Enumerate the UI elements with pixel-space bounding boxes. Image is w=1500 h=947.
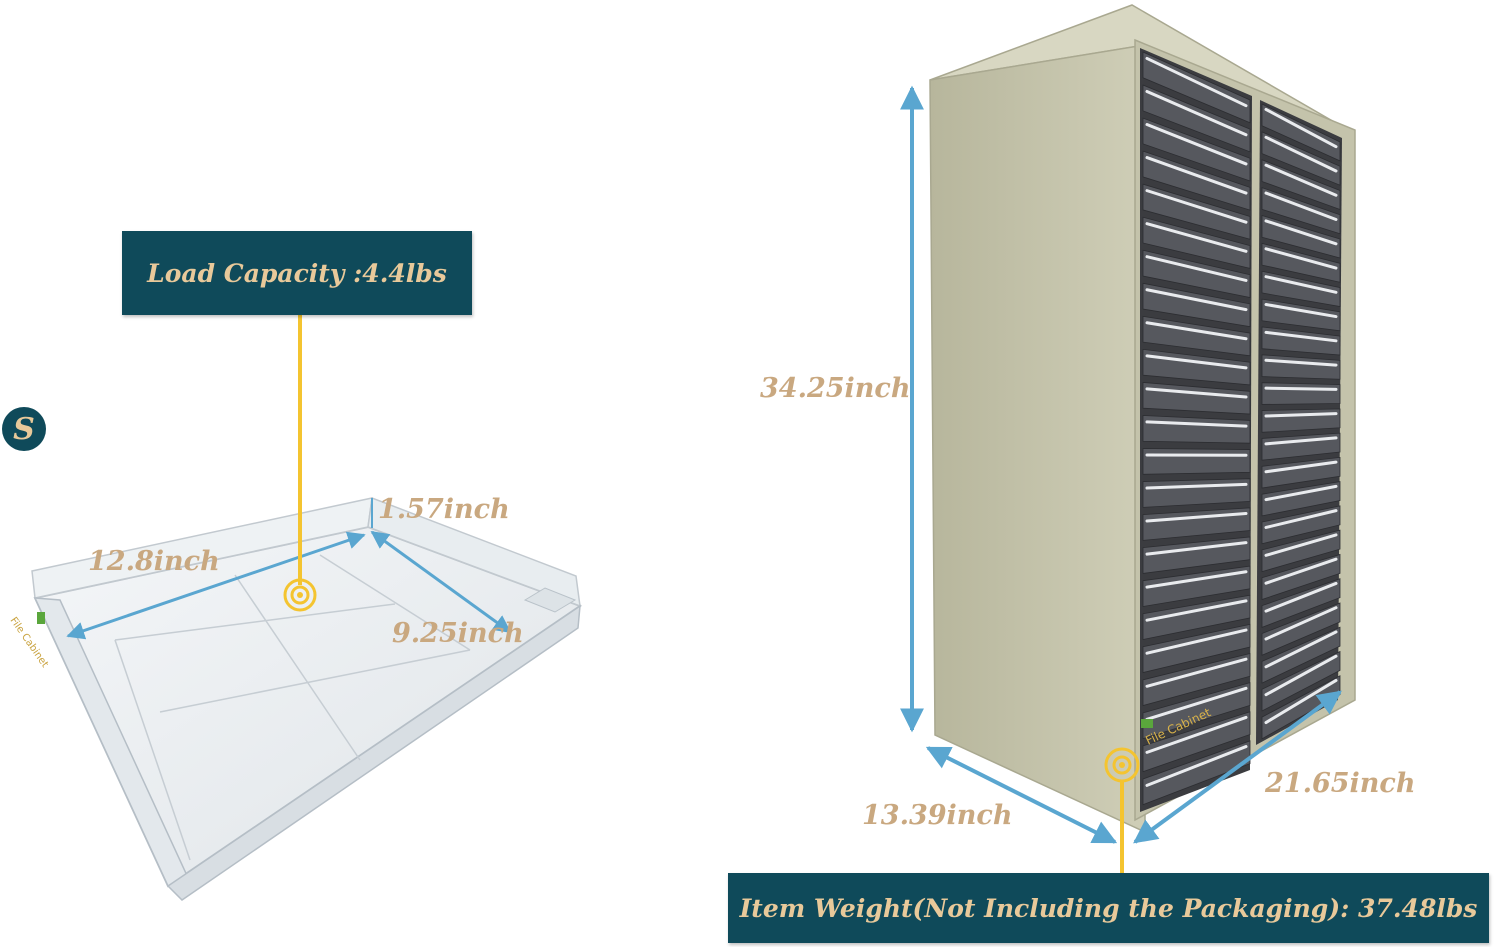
drawer-handle: [1264, 436, 1338, 446]
load-callout-ring: [283, 578, 317, 612]
drawer-handle: [1145, 222, 1248, 253]
drawer-handle: [1264, 135, 1338, 173]
drawer-front: [1142, 448, 1251, 475]
cabinet-depth-label: 13.39inch: [862, 800, 1013, 831]
drawer-handle: [1264, 386, 1338, 391]
cabinet-width-arrow: [1133, 690, 1342, 844]
drawer-handle: [1264, 557, 1338, 585]
drawer-handle: [1145, 512, 1248, 523]
drawer-handle: [1264, 358, 1338, 367]
cabinet-depth-arrow: [925, 746, 1118, 844]
drawer-handle: [1264, 606, 1338, 641]
drawer-handle: [1145, 56, 1248, 108]
drawer-handle: [1145, 123, 1248, 166]
brand-logo: S: [2, 407, 46, 451]
drawer-front: [1261, 382, 1341, 405]
tray-height-label: 1.57inch: [378, 494, 510, 525]
drawer-handle: [1145, 599, 1248, 622]
file-cabinet: [929, 4, 1356, 834]
drawer-handle: [1264, 630, 1338, 669]
drawer-handle: [1264, 219, 1338, 246]
drawer-handle: [1264, 163, 1338, 197]
drawer-handle: [1145, 420, 1248, 428]
drawer-handle: [1145, 321, 1248, 341]
drawer-handle: [1145, 354, 1248, 370]
drawer-handle: [1264, 533, 1338, 557]
drawer-handle: [1264, 509, 1338, 529]
drawer-handle: [1145, 541, 1248, 556]
drawer-handle: [1264, 412, 1338, 418]
drawer-handle: [1264, 460, 1338, 474]
drawer-handle: [1264, 303, 1338, 319]
drawer-handle: [1264, 330, 1338, 343]
drawer-handle: [1145, 89, 1248, 137]
drawer-handle: [1264, 275, 1338, 294]
tray-depth-label: 9.25inch: [392, 618, 524, 649]
tray-width-label: 12.8inch: [88, 546, 220, 577]
drawer-front: [1142, 415, 1251, 444]
drawer-handle: [1264, 484, 1338, 502]
drawer-handle: [1145, 657, 1248, 688]
drawer-handle: [1145, 156, 1248, 195]
drawer-handle: [1264, 581, 1338, 613]
drawer-handle: [1264, 247, 1338, 270]
drawer-handle: [1145, 482, 1248, 490]
cabinet-width-label: 21.65inch: [1265, 768, 1416, 799]
drawer-handle: [1264, 654, 1338, 697]
tray-width-arrow: [66, 531, 366, 640]
drawer-column-left: [1142, 51, 1251, 806]
item-weight-label: Item Weight(Not Including the Packaging)…: [728, 873, 1489, 943]
drawer-handle: [1145, 570, 1248, 589]
brand-logo-letter: S: [13, 411, 35, 447]
drawer-handle: [1145, 628, 1248, 655]
cabinet-height-label: 34.25inch: [760, 373, 911, 404]
drawer-handle: [1145, 189, 1248, 224]
tray-depth-arrow: [370, 530, 512, 634]
drawer-handle: [1145, 387, 1248, 399]
drawer-handle: [1145, 288, 1248, 312]
load-capacity-label: Load Capacity :4.4lbs: [122, 231, 472, 315]
drawer-handle: [1145, 255, 1248, 282]
drawer-handle: [1264, 191, 1338, 222]
drawer-handle: [1264, 107, 1338, 149]
